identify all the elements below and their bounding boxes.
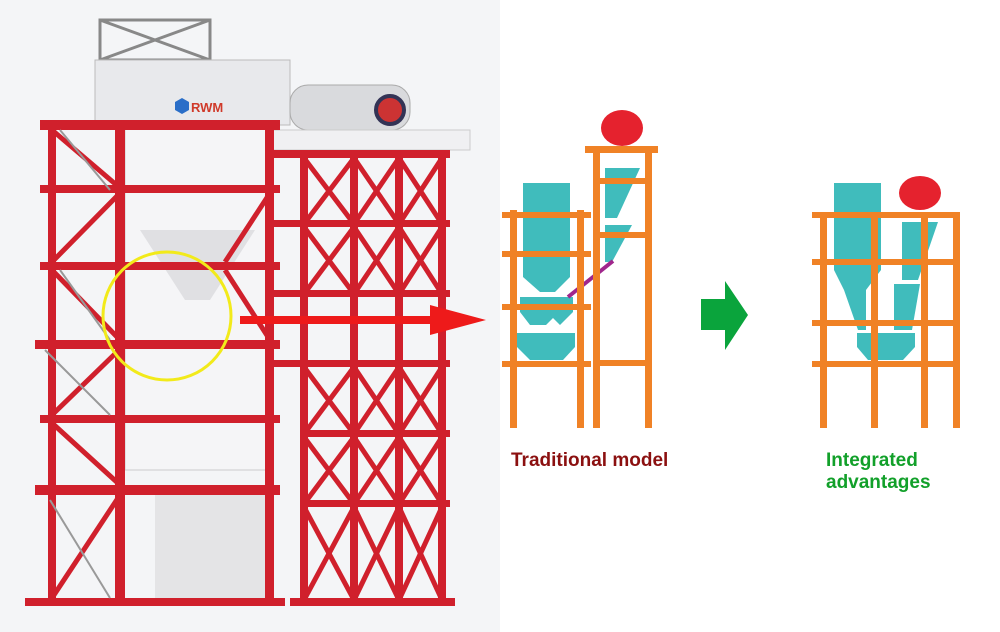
traditional-model-label: Traditional model <box>511 450 669 471</box>
transition-arrow <box>701 281 748 350</box>
integrated-label-line2: advantages <box>826 472 931 493</box>
svg-text:RWM: RWM <box>191 100 223 115</box>
traditional-model-diagram <box>502 110 658 428</box>
integrated-model-diagram <box>812 176 960 428</box>
asphalt-plant-image: RWM <box>25 18 471 606</box>
pointer-arrow <box>240 305 486 335</box>
highlight-circle <box>101 250 233 382</box>
integrated-advantages-label: Integrated advantages <box>826 450 931 494</box>
rwm-logo: RWM <box>175 98 223 115</box>
integrated-label-line1: Integrated <box>826 450 918 471</box>
